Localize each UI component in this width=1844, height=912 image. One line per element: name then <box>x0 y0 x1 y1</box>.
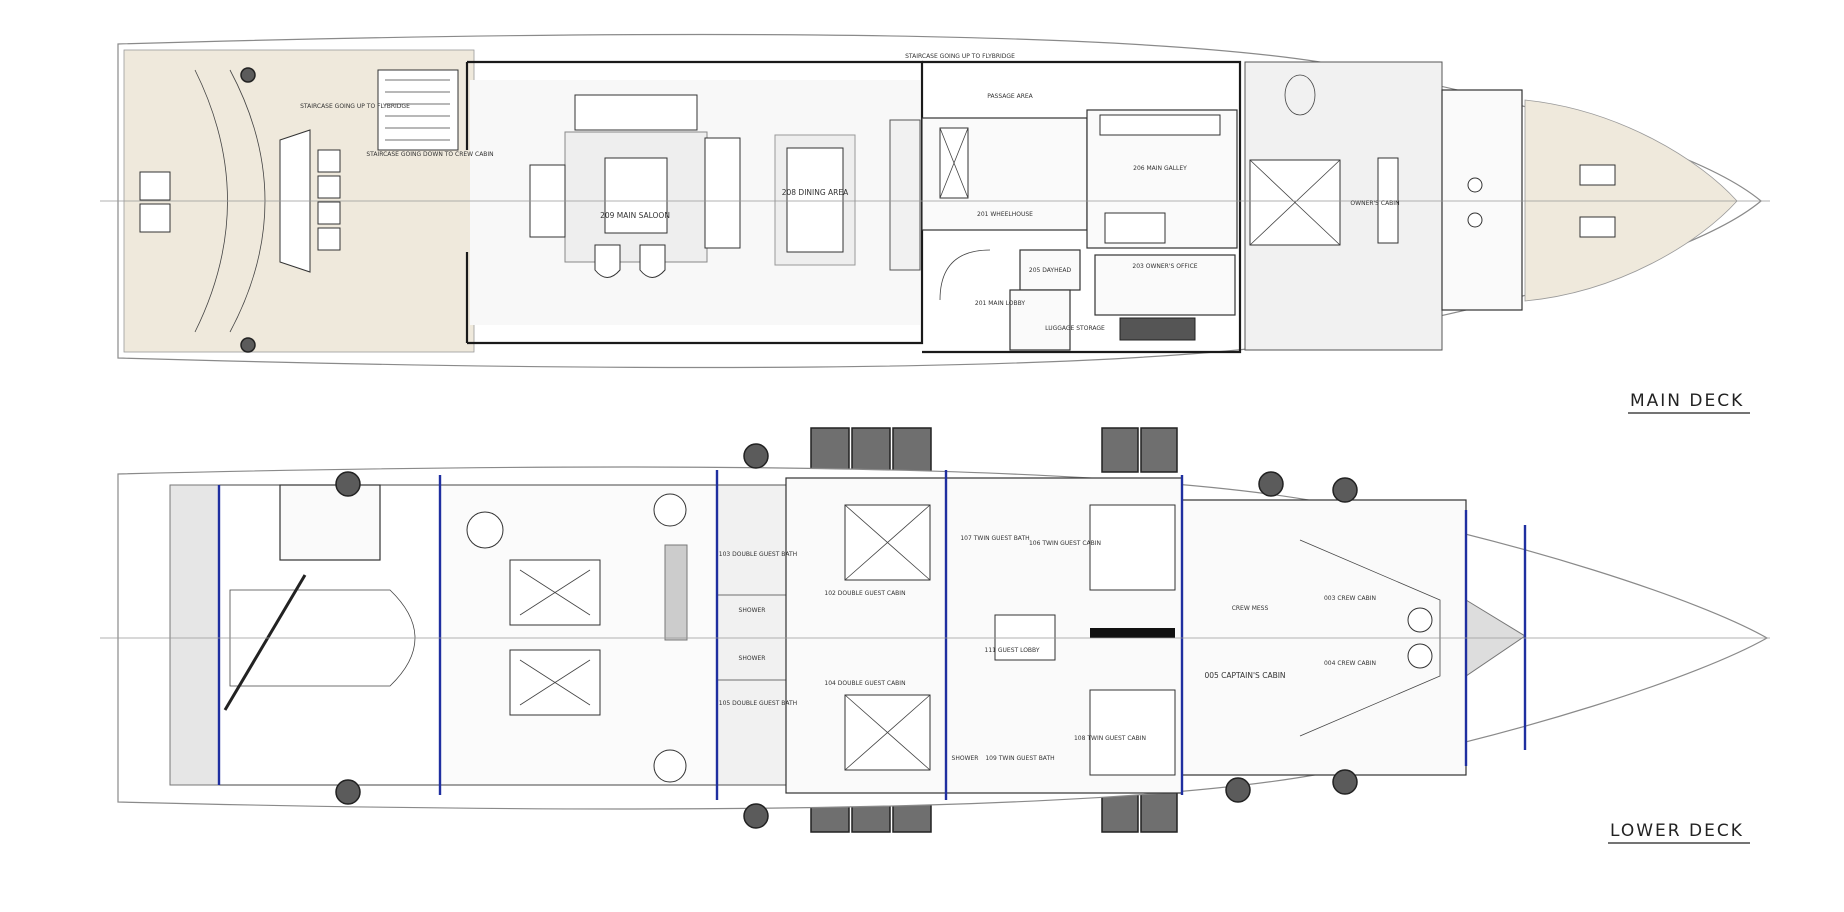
hull-fittings <box>335 443 1358 829</box>
label-luggage: LUGGAGE STORAGE <box>1045 325 1105 332</box>
dayhead <box>1019 249 1081 291</box>
spiral-stair <box>939 249 991 301</box>
armchairs <box>594 244 666 278</box>
swim-platform <box>169 484 220 786</box>
saloon-sofa <box>574 94 698 131</box>
windlass <box>1579 216 1616 238</box>
label-shower-1: SHOWER <box>739 607 766 614</box>
luggage-storage <box>1009 289 1071 351</box>
label-crew-2: 004 CREW CABIN <box>1324 660 1376 667</box>
label-twin-bath-109: 109 TWIN GUEST BATH <box>985 755 1054 762</box>
side-sofa <box>704 137 741 249</box>
lower-deck-title: LOWER DECK <box>1610 821 1744 841</box>
staircase-aft <box>377 69 459 151</box>
label-bath-105: 105 DOUBLE GUEST BATH <box>719 700 797 707</box>
aft-hatch <box>139 203 171 233</box>
dining-table <box>786 147 844 253</box>
tender <box>229 589 416 687</box>
chair <box>317 227 341 251</box>
lower-deck-plan: 103 DOUBLE GUEST BATH SHOWER SHOWER 105 … <box>100 427 1770 844</box>
label-twin-cabin-106: 106 TWIN GUEST CABIN <box>1029 540 1101 547</box>
windlass <box>1579 164 1616 186</box>
main-deck-plan: STAIRCASE GOING UP TO FLYBRIDGE STAIRCAS… <box>100 33 1770 414</box>
cabinet <box>889 119 921 271</box>
label-galley: 206 MAIN GALLEY <box>1133 165 1187 172</box>
chair <box>317 149 341 173</box>
lobby-table <box>994 614 1056 661</box>
label-dayhead: 205 DAYHEAD <box>1029 267 1072 274</box>
crew-head <box>279 484 381 561</box>
winch-icon <box>240 337 256 353</box>
watertight-bulkheads <box>217 470 1527 800</box>
chair <box>317 201 341 225</box>
label-main-saloon: 209 MAIN SALOON <box>600 211 670 220</box>
label-bath-103: 103 DOUBLE GUEST BATH <box>719 551 797 558</box>
label-guest-lobby: 111 GUEST LOBBY <box>985 647 1040 654</box>
office-desk <box>1119 317 1196 341</box>
label-captain: 005 CAPTAIN'S CABIN <box>1204 671 1285 680</box>
label-passage: PASSAGE AREA <box>987 93 1033 100</box>
engine-stbd <box>509 649 601 716</box>
chair <box>317 175 341 199</box>
owners-office <box>1094 254 1236 316</box>
mid-walls <box>922 60 1242 354</box>
label-lobby: 201 MAIN LOBBY <box>975 300 1026 307</box>
crew-area <box>1181 499 1467 776</box>
label-crew-1: 003 CREW CABIN <box>1324 595 1376 602</box>
owners-bath <box>1441 89 1523 311</box>
label-owners-cabin: OWNER'S CABIN <box>1350 200 1399 207</box>
desk <box>1377 157 1399 244</box>
winch-icon <box>240 67 256 83</box>
label-cabin-102: 102 DOUBLE GUEST CABIN <box>824 590 905 597</box>
label-twin-cabin-108: 108 TWIN GUEST CABIN <box>1074 735 1146 742</box>
label-cabin-104: 104 DOUBLE GUEST CABIN <box>824 680 905 687</box>
label-wheelhouse: 201 WHEELHOUSE <box>977 211 1033 218</box>
label-office: 203 OWNER'S OFFICE <box>1132 263 1197 270</box>
twin-beds-106 <box>1089 504 1176 591</box>
twin-beds-108 <box>1089 689 1176 776</box>
generator <box>466 511 504 549</box>
label-stair-down: STAIRCASE GOING DOWN TO CREW CABIN <box>366 151 493 158</box>
crane-arm <box>223 574 307 711</box>
label-stair-up-fwd: STAIRCASE GOING UP TO FLYBRIDGE <box>905 53 1015 60</box>
stabilizer <box>653 749 687 783</box>
coffee-table <box>604 157 668 234</box>
label-shower-2: SHOWER <box>739 655 766 662</box>
main-deck-title: MAIN DECK <box>1630 391 1744 411</box>
guest-baths <box>716 484 787 786</box>
foredeck-teak <box>1524 99 1738 302</box>
label-dining: 208 DINING AREA <box>782 188 849 197</box>
label-stair-up-aft: STAIRCASE GOING UP TO FLYBRIDGE <box>300 103 410 110</box>
aft-hatch <box>139 171 171 201</box>
label-crew-mess: CREW MESS <box>1232 605 1269 612</box>
label-shower-3: SHOWER <box>952 755 979 762</box>
label-twin-bath-107: 107 TWIN GUEST BATH <box>960 535 1029 542</box>
stabilizer <box>653 493 687 527</box>
